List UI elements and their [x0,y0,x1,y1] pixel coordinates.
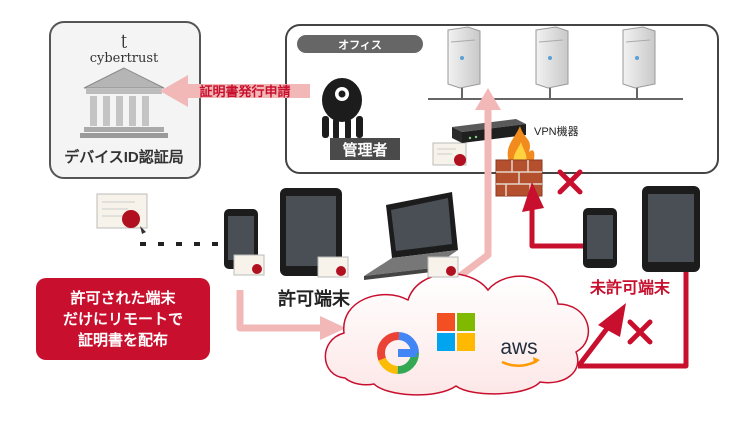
callout-line-1: 許可された端末 [70,289,176,307]
bank-building-icon [80,67,168,138]
ca-label: デバイスID認証局 [64,148,184,166]
denied-path-from-cloud [577,272,689,369]
allowed-label: 許可端末 [278,288,351,309]
tablet-icon [642,186,700,272]
tablet-icon [280,188,342,276]
certificate-icon [317,256,349,278]
cloud [324,273,590,396]
device-to-cloud-arrow [236,290,346,340]
callout-line-2: だけにリモートで [63,311,183,328]
certificate-icon [233,254,265,276]
callout-box [36,278,210,360]
ca-brand: cybertrust [90,51,159,66]
admin-label: 管理者 [342,141,387,159]
cross-mark-icon [557,169,583,195]
distribution-dotted-line [140,242,218,246]
google-g-logo [377,332,419,374]
smartphone-icon [583,208,617,268]
microsoft-windows-logo [437,313,475,351]
request-arrow [160,75,310,107]
aws-smile-arrowhead [533,357,540,364]
certificate-icon [427,256,459,278]
callout-line-3: 証明書を配布 [78,331,168,349]
octopus-admin-icon [322,78,363,140]
office-label: オフィス [338,39,382,52]
smartphone-icon [224,209,258,269]
server-tower-icon [535,26,569,89]
server-tower-icon [622,26,656,89]
server-tower-icon [447,26,481,89]
denied-path-to-vpn [522,182,586,249]
certificate-icon [432,142,467,166]
vpn-label: VPN機器 [534,124,579,138]
cross-mark-icon [627,319,653,345]
admin-label-box [330,138,400,160]
unallowed-label: 未許可端末 [589,278,671,297]
certificate-icon [96,193,148,234]
aws-label: aws [500,336,537,359]
request-label: 証明書発行申請 [199,84,290,99]
office-pill [297,35,423,53]
ca-box [49,21,201,179]
ca-brand-mark: ʈ [121,31,127,49]
